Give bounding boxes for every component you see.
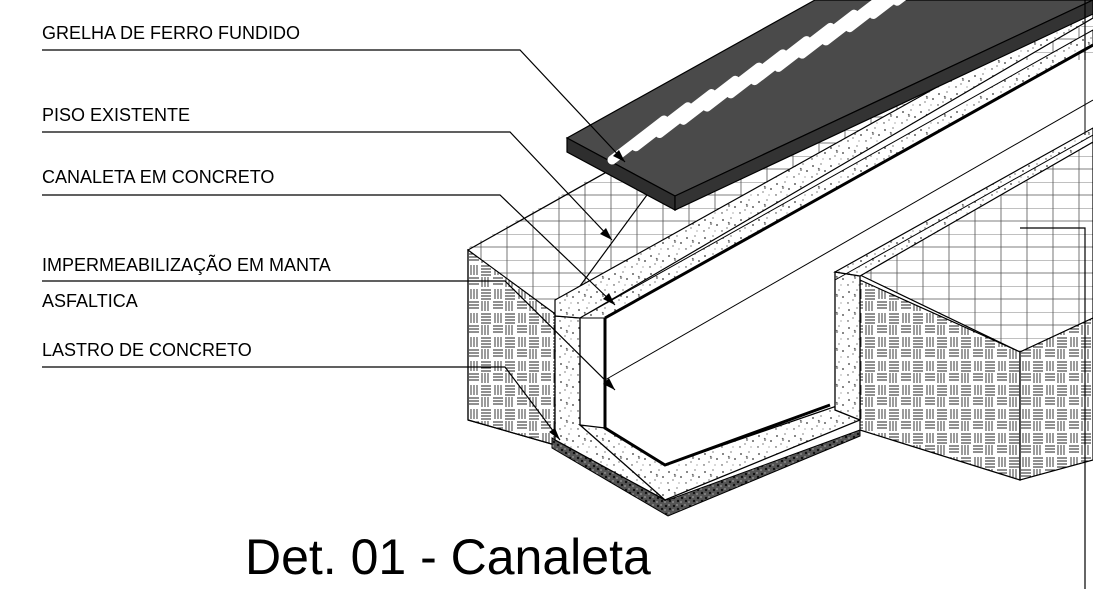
right-floor-block <box>858 139 1093 481</box>
label-grate: GRELHA DE FERRO FUNDIDO <box>42 23 301 43</box>
concrete-channel <box>554 0 1093 502</box>
label-waterproofing-line2: ASFALTICA <box>42 291 138 311</box>
detail-title: Det. 01 - Canaleta <box>245 529 651 585</box>
grate-slots <box>607 0 907 165</box>
grate-slot <box>868 0 900 19</box>
right-leader <box>1020 0 1086 589</box>
label-waterproofing-line1: IMPERMEABILIZAÇÃO EM MANTA <box>42 255 331 275</box>
concrete-bed <box>551 429 861 517</box>
leader-arrowheads <box>549 150 625 440</box>
cast-iron-grate <box>565 0 1093 212</box>
leader-lines <box>42 49 626 441</box>
label-existing-floor: PISO EXISTENTE <box>42 105 191 125</box>
label-concrete-channel: CANALETA EM CONCRETO <box>42 167 275 187</box>
label-concrete-bed: LASTRO DE CONCRETO <box>42 340 252 360</box>
